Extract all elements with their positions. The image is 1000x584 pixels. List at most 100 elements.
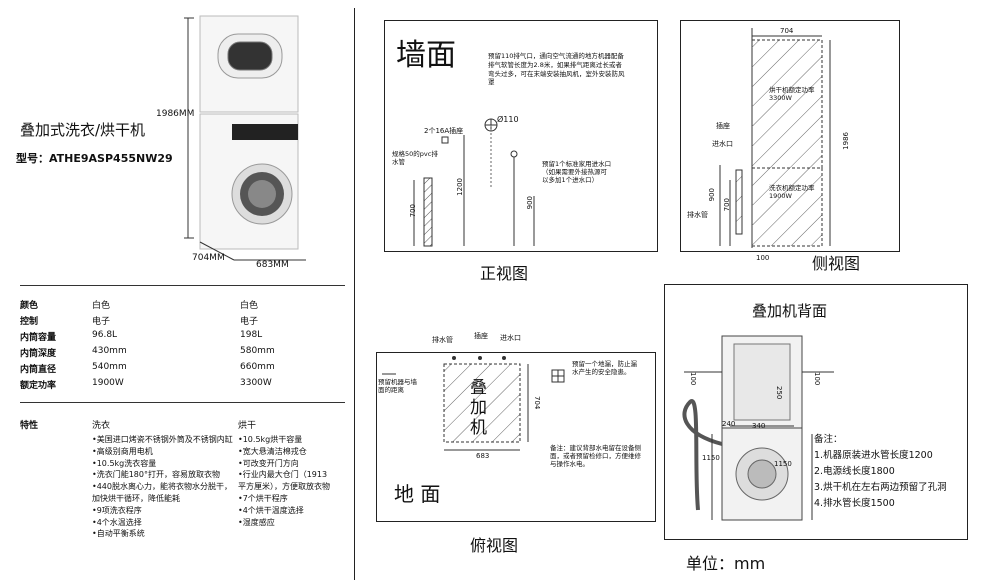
vent-note: 预留110排气口，通向空气流通的地方机器配备排气软管长度为2.8米，如果排气距离… bbox=[488, 52, 625, 87]
feature-item: •宽大悬清洁棉戎仓 bbox=[238, 446, 307, 456]
back-view-title: 叠加机背面 bbox=[752, 302, 828, 320]
spec-row-power: 额定功率 1900W 3300W bbox=[20, 378, 350, 394]
side-view-frame bbox=[680, 20, 900, 252]
dryer-features-list: •10.5kg烘干容量 •宽大悬清洁棉戎仓 •可改变开门方向 •行业内最大仓门（… bbox=[238, 434, 348, 528]
spec-dryer: 198L bbox=[240, 330, 263, 340]
vent-size-label: Ø110 bbox=[497, 115, 519, 124]
feature-item: •行业内最大仓门（1913 bbox=[238, 470, 328, 480]
drain-spec-label: 规格50的pvc排水管 bbox=[392, 150, 438, 167]
back-notes-title: 备注： bbox=[814, 434, 843, 445]
product-image bbox=[196, 14, 306, 254]
back-note-item: 3.烘干机在左右两边预留了孔洞 bbox=[814, 482, 947, 493]
front-view-frame bbox=[384, 20, 658, 252]
socket-label: 2个16A插座 bbox=[424, 127, 464, 135]
feature-item: •可改变开门方向 bbox=[238, 458, 299, 468]
side-drawing bbox=[680, 20, 898, 250]
side-dim-1986: 1986 bbox=[842, 132, 850, 150]
front-view-caption: 正视图 bbox=[480, 264, 529, 283]
spec-mid-rule bbox=[20, 402, 345, 403]
spec-row-capacity: 内筒容量 96.8L 198L bbox=[20, 330, 350, 346]
dim-depth-label: 704MM bbox=[192, 253, 225, 263]
feature-item: 加快烘干循环，降低能耗 bbox=[92, 493, 180, 503]
spec-dryer: 3300W bbox=[240, 378, 272, 388]
top-inlet-label: 进水口 bbox=[500, 334, 521, 342]
top-view-frame bbox=[376, 352, 656, 522]
back-note-item: 1.机器原装进水管长度1200 bbox=[814, 450, 933, 461]
stack-label-text: 叠加机 bbox=[470, 378, 487, 438]
feature-item: •高级别商用电机 bbox=[92, 446, 153, 456]
dim-height-label: 1986MM bbox=[156, 109, 195, 119]
spec-dryer: 白色 bbox=[240, 301, 259, 311]
spec-row-control: 控制 电子 电子 bbox=[20, 314, 350, 330]
side-dim-900: 900 bbox=[708, 188, 716, 202]
spec-label: 颜色 bbox=[20, 301, 39, 311]
front-view-heading: 墙面 bbox=[396, 38, 456, 73]
top-dim-683: 683 bbox=[476, 452, 490, 460]
side-socket-label: 插座 bbox=[716, 122, 730, 130]
feature-item: •7个烘干程序 bbox=[238, 493, 288, 503]
side-dim-700: 700 bbox=[723, 198, 731, 212]
spec-label: 内筒直径 bbox=[20, 365, 57, 375]
spec-washer: 430mm bbox=[92, 346, 127, 356]
front-drawing bbox=[384, 20, 656, 250]
front-dim-700: 700 bbox=[409, 204, 417, 218]
product-dimension-lines bbox=[180, 10, 330, 270]
back-notes: 备注： 1.机器原装进水管长度1200 2.电源线长度1800 3.烘干机在左右… bbox=[814, 432, 947, 512]
back-drawing bbox=[664, 284, 966, 538]
dryer-power-label: 烘干机额定功率3300W bbox=[769, 86, 815, 103]
feature-item: •自动平衡系统 bbox=[92, 529, 145, 539]
feature-item: •4个水温选择 bbox=[92, 517, 142, 527]
spec-label: 内筒容量 bbox=[20, 333, 57, 343]
top-dim-704: 704 bbox=[532, 396, 541, 410]
top-view-caption: 俯视图 bbox=[470, 536, 519, 555]
front-dim-1200: 1200 bbox=[456, 178, 464, 196]
spec-label: 内筒深度 bbox=[20, 349, 57, 359]
spec-washer: 电子 bbox=[92, 317, 111, 327]
spec-dryer: 580mm bbox=[240, 346, 275, 356]
back-note-item: 2.电源线长度1800 bbox=[814, 466, 895, 477]
spec-washer: 540mm bbox=[92, 362, 127, 372]
side-dim-704: 704 bbox=[780, 27, 794, 35]
side-view-caption: 侧视图 bbox=[812, 254, 861, 273]
feature-item: •洗衣门能180°打开，容易放取衣物 bbox=[92, 470, 220, 480]
back-note-item: 4.排水管长度1500 bbox=[814, 498, 895, 509]
tap-note: 预留1个标准家用进水口（如果需要外接热源可以多加1个进水口） bbox=[542, 160, 612, 185]
product-model: 型号：ATHE9ASP455NW29 bbox=[16, 152, 173, 165]
dim-width-label: 683MM bbox=[256, 260, 289, 270]
spec-washer: 1900W bbox=[92, 378, 124, 388]
top-remark: 备注：建议背部水电留在设备侧面，或者预留检修口，方便维修与操作水电。 bbox=[550, 444, 641, 469]
washer-features-title: 洗衣 bbox=[92, 421, 111, 431]
top-socket-label: 插座 bbox=[474, 332, 488, 340]
floor-drain-note: 预留一个地漏，防止漏水产生的安全隐患。 bbox=[572, 360, 637, 377]
feature-item: •10.5kg洗衣容量 bbox=[92, 458, 157, 468]
feature-item: •9项洗衣程序 bbox=[92, 505, 142, 515]
top-drawing bbox=[376, 340, 654, 530]
washer-power-label: 洗衣机额定功率1900W bbox=[769, 184, 815, 201]
back-dim-1150-left: 1150 bbox=[702, 454, 720, 462]
side-inlet-label: 进水口 bbox=[712, 140, 733, 148]
product-title: 叠加式洗衣/烘干机 bbox=[20, 121, 146, 139]
back-dim-100-right: 100 bbox=[812, 372, 821, 386]
feature-item: •4个烘干温度选择 bbox=[238, 505, 304, 515]
features-label: 特性 bbox=[20, 421, 39, 431]
stack-label: 叠加机 bbox=[470, 378, 488, 438]
feature-item: •10.5kg烘干容量 bbox=[238, 435, 303, 444]
side-drain-label: 排水管 bbox=[687, 211, 708, 219]
feature-item: •湿度感应 bbox=[238, 517, 275, 527]
panel-divider bbox=[354, 8, 355, 580]
back-dim-240: 240 bbox=[722, 420, 736, 428]
unit-label: 单位：mm bbox=[686, 554, 766, 573]
back-dim-250: 250 bbox=[774, 386, 783, 400]
washer-features-list: •美国进口烤瓷不锈钢外筒及不锈钢内缸 •高级别商用电机 •10.5kg洗衣容量 … bbox=[92, 434, 237, 540]
spec-row-diameter: 内筒直径 540mm 660mm bbox=[20, 362, 350, 378]
top-drain-label: 排水管 bbox=[432, 336, 453, 344]
spec-row-depth: 内筒深度 430mm 580mm bbox=[20, 346, 350, 362]
back-dim-1150-right: 1150 bbox=[774, 460, 792, 468]
front-dim-900: 900 bbox=[526, 196, 534, 210]
spec-washer: 96.8L bbox=[92, 330, 118, 340]
spec-top-rule bbox=[20, 285, 345, 286]
floor-label: 地 面 bbox=[394, 482, 441, 506]
back-view-frame bbox=[664, 284, 968, 540]
spec-washer: 白色 bbox=[92, 301, 111, 311]
spec-dryer: 660mm bbox=[240, 362, 275, 372]
